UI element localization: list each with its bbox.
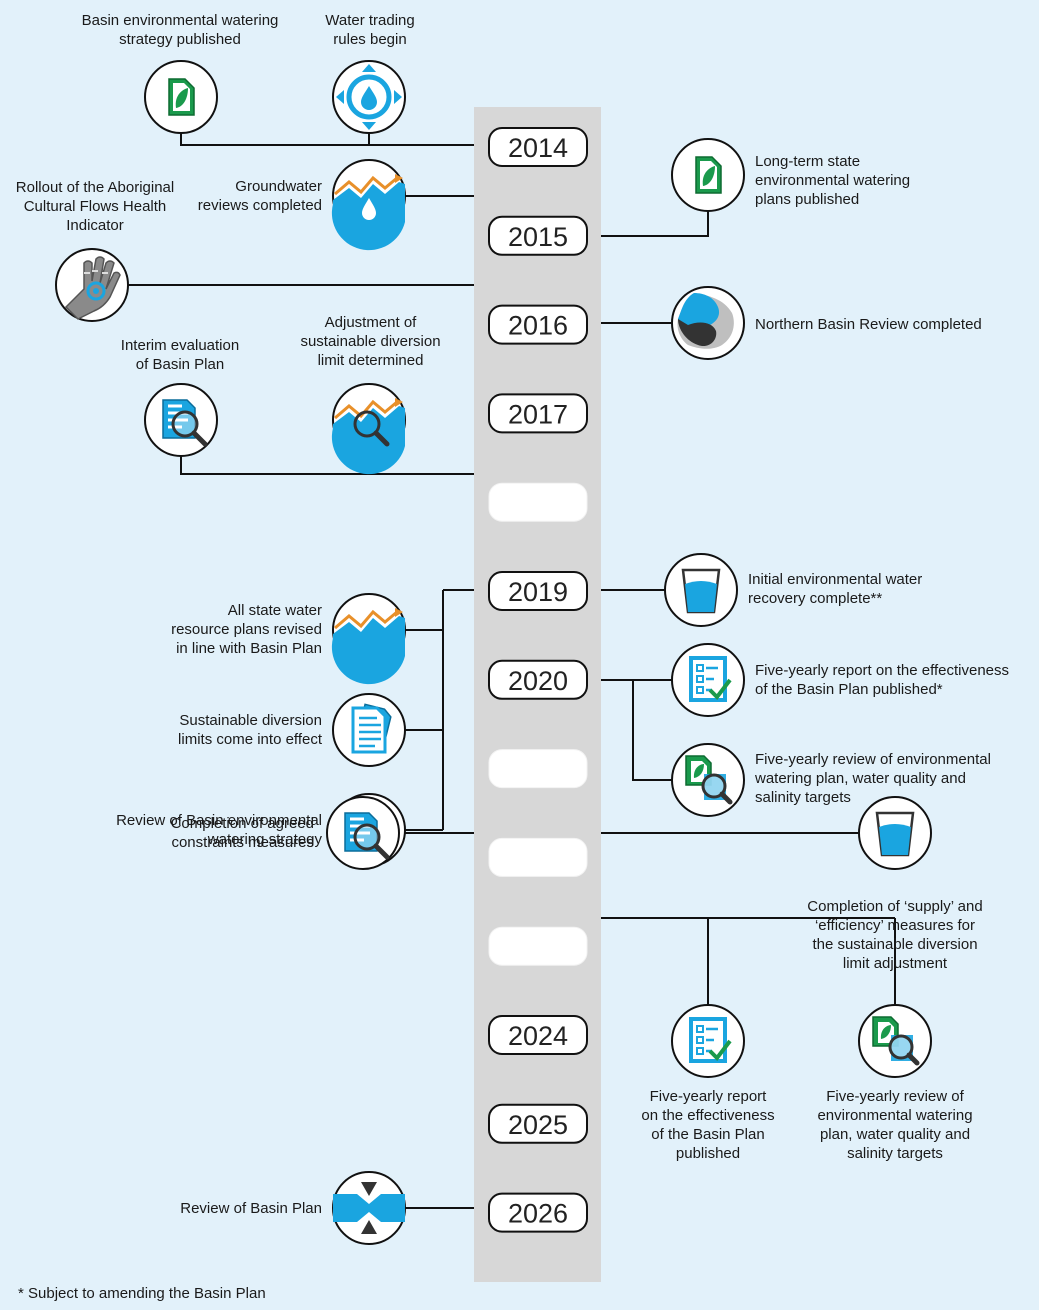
- year-label: 2014: [508, 133, 568, 163]
- year-pill: 2017: [488, 393, 588, 434]
- water-glass-icon: [664, 553, 738, 627]
- wave-icon: [330, 593, 407, 686]
- year-pill: [488, 837, 588, 877]
- year-pill: [488, 482, 588, 522]
- year-pill: 2016: [488, 304, 588, 345]
- event-label: Northern Basin Review completed: [755, 316, 982, 333]
- year-label: 2026: [508, 1199, 568, 1229]
- year-label: 2020: [508, 666, 568, 696]
- year-label: 2024: [508, 1021, 568, 1051]
- year-pill: 2015: [488, 215, 588, 256]
- leaf-doc-icon: [671, 138, 745, 212]
- year-pill: 2024: [488, 1015, 588, 1055]
- year-label: 2025: [508, 1110, 568, 1140]
- year-pill: [488, 749, 588, 789]
- year-pill: 2020: [488, 659, 588, 700]
- year-label: 2015: [508, 222, 568, 252]
- doc-magnifier-icon: [326, 796, 400, 870]
- event-label: Review of Basin Plan: [180, 1200, 322, 1217]
- year-pill: 2026: [488, 1192, 588, 1233]
- year-pills: 2014 2015 2016 2017 2019 2020 2024 2025 2026: [488, 127, 588, 1233]
- leaf-magnifier-icon: [671, 743, 745, 817]
- year-label: 2019: [508, 577, 568, 607]
- year-label: 2017: [508, 399, 568, 429]
- wave-magnifier-icon: [332, 383, 405, 474]
- leaf-doc-icon: [144, 60, 218, 134]
- basin-map-icon: [671, 286, 745, 360]
- doc-magnifier-icon: [144, 383, 218, 457]
- year-pill: 2014: [488, 127, 588, 167]
- water-glass-icon: [858, 796, 932, 870]
- valve-icon: [332, 1171, 406, 1245]
- year-pill: [488, 926, 588, 966]
- hand-icon: [55, 248, 129, 322]
- event-label: Completion of ‘supply’ and‘efficiency’ m…: [807, 898, 983, 972]
- water-drop-arrows-icon: [332, 60, 406, 134]
- checklist-icon: [671, 643, 745, 717]
- footnote: * Subject to amending the Basin Plan: [18, 1285, 266, 1302]
- documents-icon: [332, 693, 406, 767]
- year-pill: 2019: [488, 571, 588, 611]
- wave-drop-icon: [332, 159, 406, 250]
- year-pill: 2025: [488, 1103, 588, 1144]
- checklist-icon: [671, 1004, 745, 1078]
- leaf-magnifier-icon: [858, 1004, 932, 1078]
- year-label: 2016: [508, 311, 568, 341]
